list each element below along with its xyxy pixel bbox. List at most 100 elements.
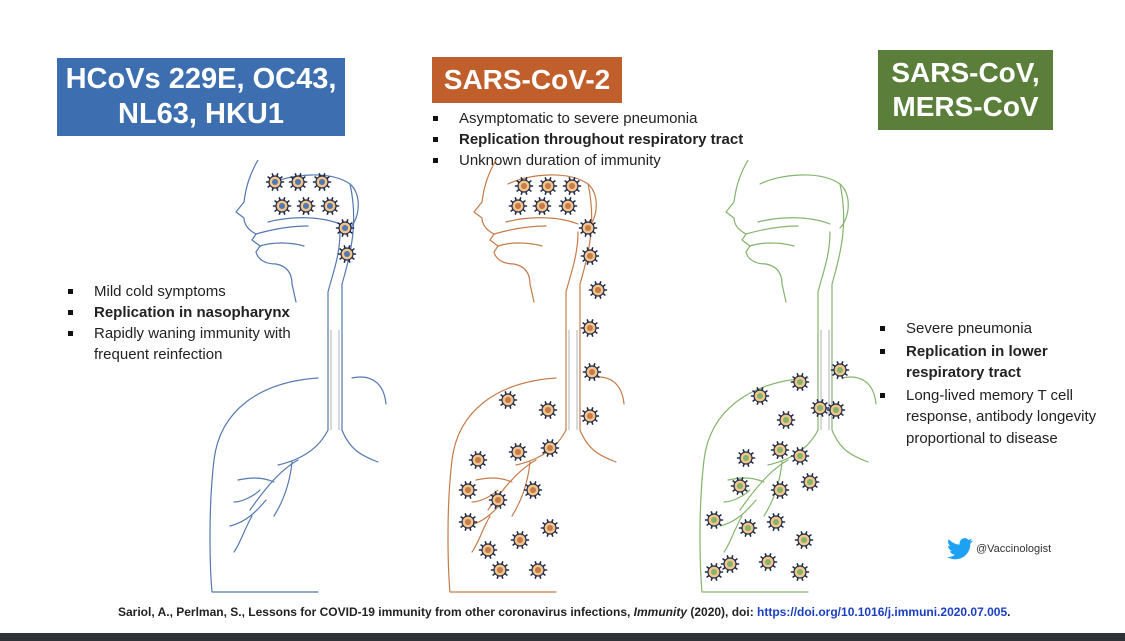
tract-outline-path <box>274 462 292 516</box>
virus-particle-icon <box>339 246 356 262</box>
tract-outline-path <box>832 184 844 330</box>
respiratory-tract-outline <box>210 160 386 592</box>
virus-particle-icon <box>510 198 527 214</box>
tract-outline-path <box>818 232 830 330</box>
tract-outline-path <box>278 430 328 465</box>
citation: Sariol, A., Perlman, S., Lessons for COV… <box>118 605 1010 619</box>
bullet-item: Long-lived memory T cell response, antib… <box>879 385 1099 450</box>
virus-particle-icon <box>792 564 809 580</box>
bullet-item: Severe pneumonia <box>879 318 1099 340</box>
virus-particle-icon <box>470 452 487 468</box>
virus-particle-icon <box>832 362 849 378</box>
tract-outline-path <box>498 243 542 246</box>
bullet-item: Replication throughout respiratory tract <box>432 129 772 150</box>
virus-particle-icon <box>560 198 577 214</box>
virus-particle-icon <box>792 448 809 464</box>
tract-outline-path <box>342 430 378 462</box>
virus-particle-icon <box>812 400 829 416</box>
virus-particle-icon <box>274 198 291 214</box>
virus-particle-icon <box>584 364 601 380</box>
sars-mers-title-box: SARS-CoV, MERS-CoV <box>878 50 1053 130</box>
tract-outline-path <box>700 378 808 592</box>
virus-particle-icon <box>530 562 547 578</box>
tract-outline-path <box>832 430 868 462</box>
virus-particle-icon <box>796 532 813 548</box>
virus-group <box>460 178 607 578</box>
tract-outline-path <box>758 218 830 224</box>
tract-outline-path <box>566 232 578 330</box>
virus-particle-icon <box>722 556 739 572</box>
tract-outline-path <box>260 243 304 246</box>
bullet-item: Asymptomatic to severe pneumonia <box>432 108 772 129</box>
sars-cov-2-title: SARS-CoV-2 <box>444 63 610 97</box>
virus-particle-icon <box>828 402 845 418</box>
tract-outline-path <box>590 377 624 404</box>
virus-particle-icon <box>778 412 795 428</box>
respiratory-tract-figure-sars-mers <box>690 160 890 600</box>
respiratory-tract-outline <box>700 160 876 592</box>
virus-particle-icon <box>772 442 789 458</box>
citation-journal: Immunity <box>634 605 687 619</box>
virus-particle-icon <box>512 532 529 548</box>
virus-particle-icon <box>740 520 757 536</box>
virus-particle-icon <box>590 282 607 298</box>
virus-particle-icon <box>480 542 497 558</box>
tract-outline-path <box>506 218 578 224</box>
tract-outline-path <box>746 226 798 234</box>
citation-authors: Sariol, A., Perlman, S., Lessons for COV… <box>118 605 634 619</box>
virus-particle-icon <box>582 248 599 264</box>
tract-outline-path <box>760 175 848 228</box>
virus-particle-icon <box>580 220 597 236</box>
virus-particle-icon <box>510 444 527 460</box>
virus-particle-icon <box>706 564 723 580</box>
doi-link[interactable]: https://doi.org/10.1016/j.immuni.2020.07… <box>757 605 1007 619</box>
virus-particle-icon <box>802 474 819 490</box>
tract-outline-path <box>750 243 794 246</box>
bullet-item: Replication in lower respiratory tract <box>879 341 1099 384</box>
virus-particle-icon <box>460 514 477 530</box>
virus-particle-icon <box>298 198 315 214</box>
trachea-lining <box>331 330 339 430</box>
virus-particle-icon <box>337 220 354 236</box>
tract-outline-path <box>238 478 274 482</box>
citation-year: (2020), doi: <box>687 605 757 619</box>
sars-mers-title: SARS-CoV, MERS-CoV <box>878 56 1053 124</box>
virus-particle-icon <box>500 392 517 408</box>
virus-particle-icon <box>534 198 551 214</box>
tract-outline-path <box>210 378 318 592</box>
tract-outline-path <box>842 377 876 404</box>
virus-particle-icon <box>582 408 599 424</box>
virus-particle-icon <box>540 402 557 418</box>
tract-outline-path <box>494 226 546 234</box>
virus-particle-icon <box>582 320 599 336</box>
virus-particle-icon <box>492 562 509 578</box>
tract-outline-path <box>328 232 340 330</box>
twitter-handle: @Vaccinologist <box>947 537 1051 561</box>
virus-particle-icon <box>542 520 559 536</box>
virus-particle-icon <box>792 374 809 390</box>
virus-particle-icon <box>564 178 581 194</box>
tract-outline-path <box>580 430 616 462</box>
sars-cov-2-title-box: SARS-CoV-2 <box>432 57 622 103</box>
twitter-bird-icon <box>947 537 973 561</box>
virus-particle-icon <box>752 388 769 404</box>
sars-mers-bullet-list: Severe pneumonia Replication in lower re… <box>879 318 1099 450</box>
tract-outline-path <box>352 377 386 404</box>
virus-particle-icon <box>525 482 542 498</box>
virus-particle-icon <box>768 514 785 530</box>
hcov-title-box: HCoVs 229E, OC43, NL63, HKU1 <box>57 58 345 136</box>
twitter-handle-text: @Vaccinologist <box>976 543 1051 555</box>
virus-particle-icon <box>732 478 749 494</box>
virus-particle-icon <box>267 174 284 190</box>
respiratory-tract-figure-hcov <box>200 160 400 600</box>
hcov-title: HCoVs 229E, OC43, NL63, HKU1 <box>57 62 345 133</box>
tract-outline-path <box>476 478 512 482</box>
virus-particle-icon <box>760 554 777 570</box>
virus-particle-icon <box>460 482 477 498</box>
virus-particle-icon <box>322 198 339 214</box>
trachea-lining <box>569 330 577 430</box>
tract-outline-path <box>268 218 340 224</box>
tract-outline-path <box>234 490 260 502</box>
virus-particle-icon <box>540 178 557 194</box>
respiratory-tract-figure-sars-cov-2 <box>438 160 638 600</box>
